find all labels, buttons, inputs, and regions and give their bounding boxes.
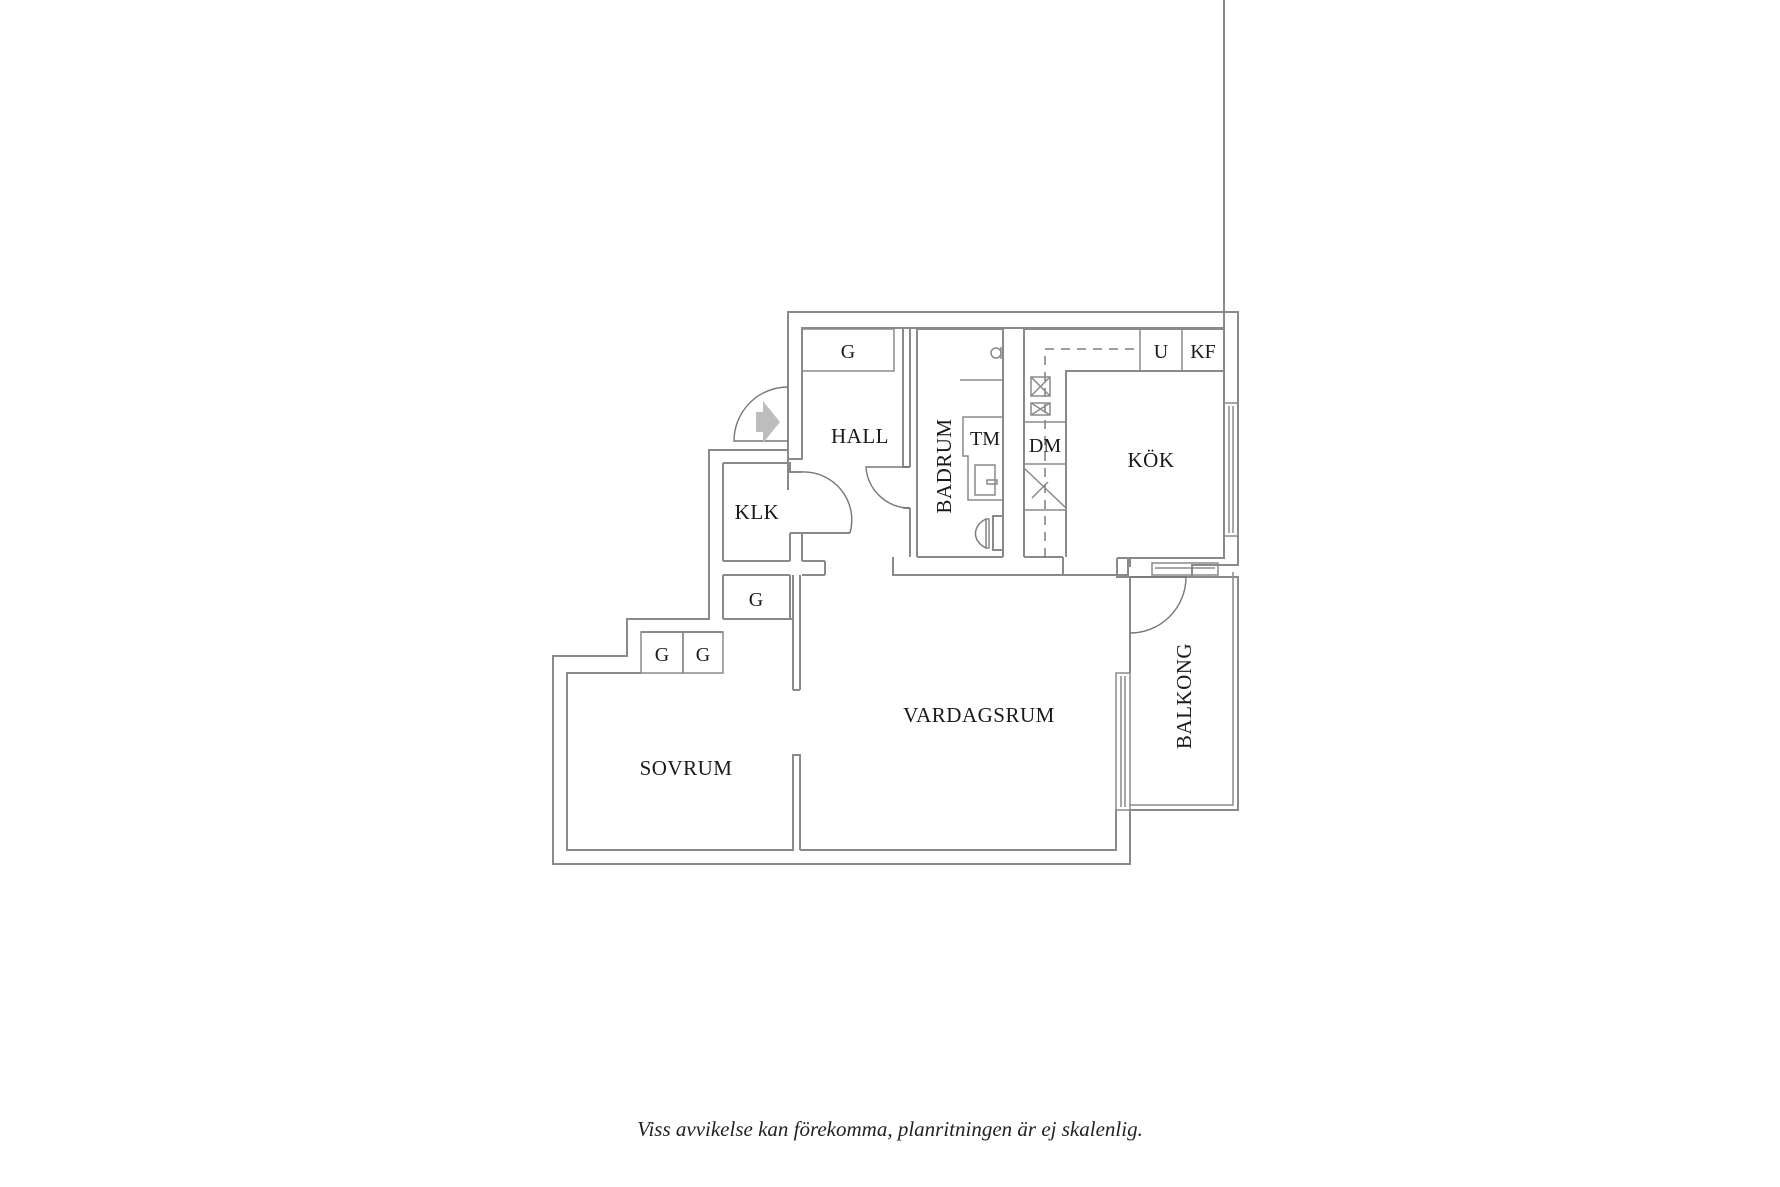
kok-room: DM U KF KÖK (1023, 0, 1239, 578)
hallway-wardrobe-area: G (722, 574, 801, 691)
hall-label: HALL (831, 424, 889, 448)
sovrum-room: SOVRUM (566, 672, 801, 851)
bedroom-wardrobe-1-label: G (655, 644, 669, 666)
outer-walls (552, 311, 1239, 865)
fridge-freezer-label: KF (1190, 341, 1216, 363)
stove-icon (1030, 376, 1051, 416)
hall-wardrobe (801, 328, 895, 372)
sovrum-label: SOVRUM (640, 756, 733, 780)
badrum-label: BADRUM (932, 418, 956, 513)
balkong-label: BALKONG (1172, 643, 1196, 749)
balkong-room: BALKONG (1129, 572, 1238, 806)
hallway-wardrobe-label: G (749, 589, 763, 611)
entrance-arrow-icon (756, 401, 780, 443)
hall-wardrobe-label: G (841, 341, 855, 363)
washing-machine-label: TM (970, 428, 1000, 450)
vardagsrum-label: VARDAGSRUM (903, 703, 1055, 727)
klk-door (801, 471, 853, 534)
klk-label: KLK (735, 500, 780, 524)
toilet-icon (974, 517, 987, 550)
badrum-room: TM BADRUM (892, 328, 1129, 576)
oven-label: U (1154, 341, 1169, 363)
bedroom-wardrobes: G G (640, 631, 724, 674)
dishwasher-label: DM (1029, 435, 1061, 457)
entrance-door (733, 386, 789, 443)
kok-label: KÖK (1128, 448, 1175, 472)
bathroom-door (865, 466, 911, 509)
hall-room: G HALL (801, 328, 911, 557)
balcony-door (1129, 576, 1187, 634)
klk-room: KLK (708, 442, 853, 619)
bedroom-wardrobe-2-label: G (696, 644, 710, 666)
vardagsrum-room: VARDAGSRUM (800, 672, 1131, 851)
disclaimer-text: Viss avvikelse kan förekomma, planritnin… (637, 1117, 1143, 1141)
